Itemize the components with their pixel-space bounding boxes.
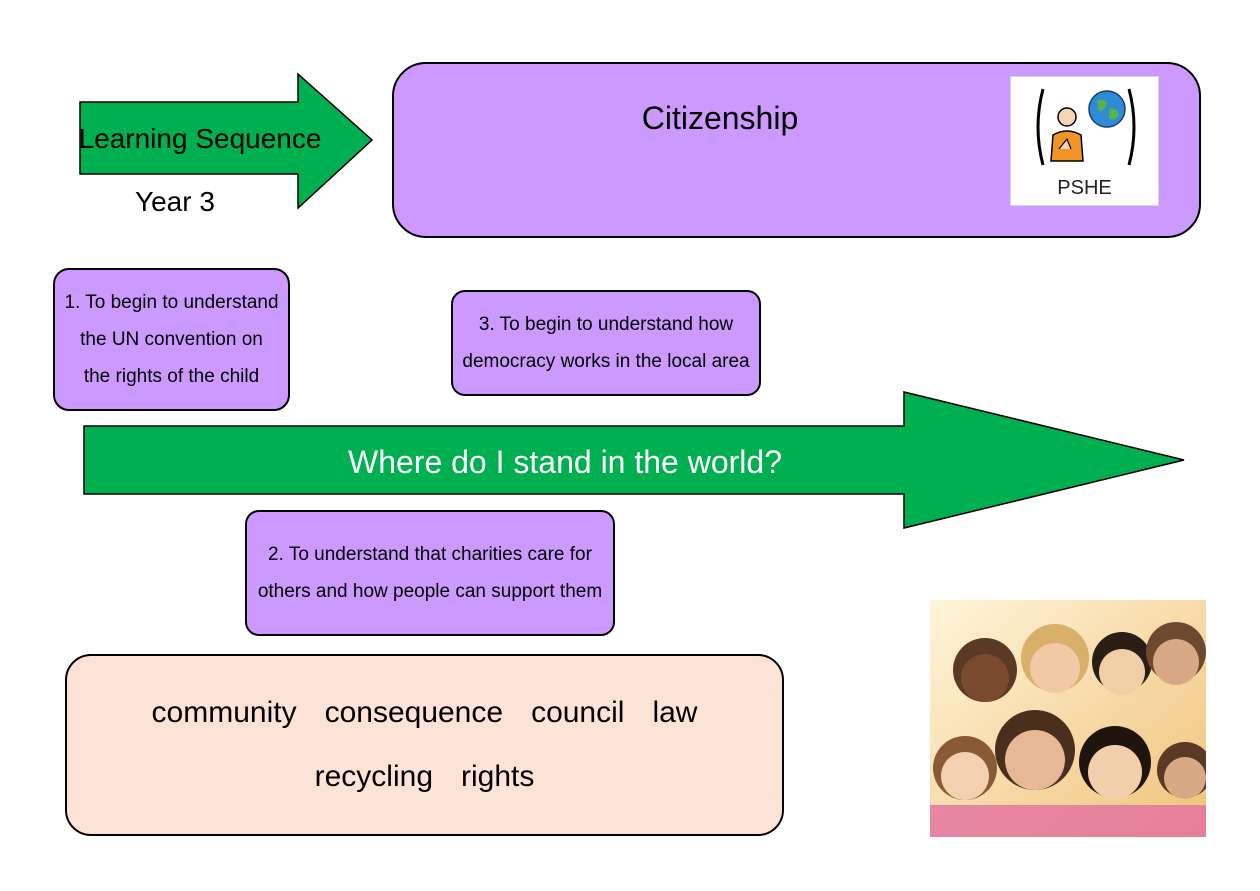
main-arrow-label: Where do I stand in the world? <box>347 443 782 480</box>
vocabulary-row-2: recycling rights <box>315 745 535 809</box>
objective-1-line: the rights of the child <box>83 366 260 387</box>
pshe-symbol-icon <box>1036 88 1136 166</box>
objective-2-line: 2. To understand that charities care for <box>268 544 592 565</box>
objective-1: 1. To begin to understand the UN convent… <box>53 268 290 411</box>
topic-title: Citizenship <box>641 100 799 136</box>
globe-icon <box>1088 90 1126 128</box>
objective-2: 2. To understand that charities care for… <box>245 510 615 636</box>
main-arrow <box>83 391 1185 529</box>
objective-1-line: 1. To begin to understand <box>64 292 279 313</box>
objective-2-line: others and how people can support them <box>257 581 603 602</box>
year-label: Year 3 <box>135 186 215 217</box>
learning-sequence-arrow <box>79 72 374 210</box>
objective-3: 3. To begin to understand how democracy … <box>451 290 761 396</box>
learning-sequence-label: Learning Sequence <box>78 123 322 154</box>
vocabulary-box: community consequence council law recycl… <box>65 654 784 836</box>
objective-3-line: 3. To begin to understand how <box>478 314 734 335</box>
vocab-word: rights <box>461 760 535 793</box>
vocab-word: community <box>151 696 297 729</box>
objective-3-line: democracy works in the local area <box>462 351 750 372</box>
objective-1-line: the UN convention on <box>80 329 263 350</box>
vocab-word: recycling <box>314 760 433 793</box>
vocabulary-row-1: community consequence council law <box>152 681 698 745</box>
vocab-word: law <box>652 696 698 729</box>
vocab-word: council <box>531 696 625 729</box>
children-photo <box>930 600 1206 837</box>
vocab-word: consequence <box>324 696 504 729</box>
pshe-label: PSHE <box>1057 177 1112 199</box>
pshe-badge: PSHE <box>1010 76 1159 206</box>
